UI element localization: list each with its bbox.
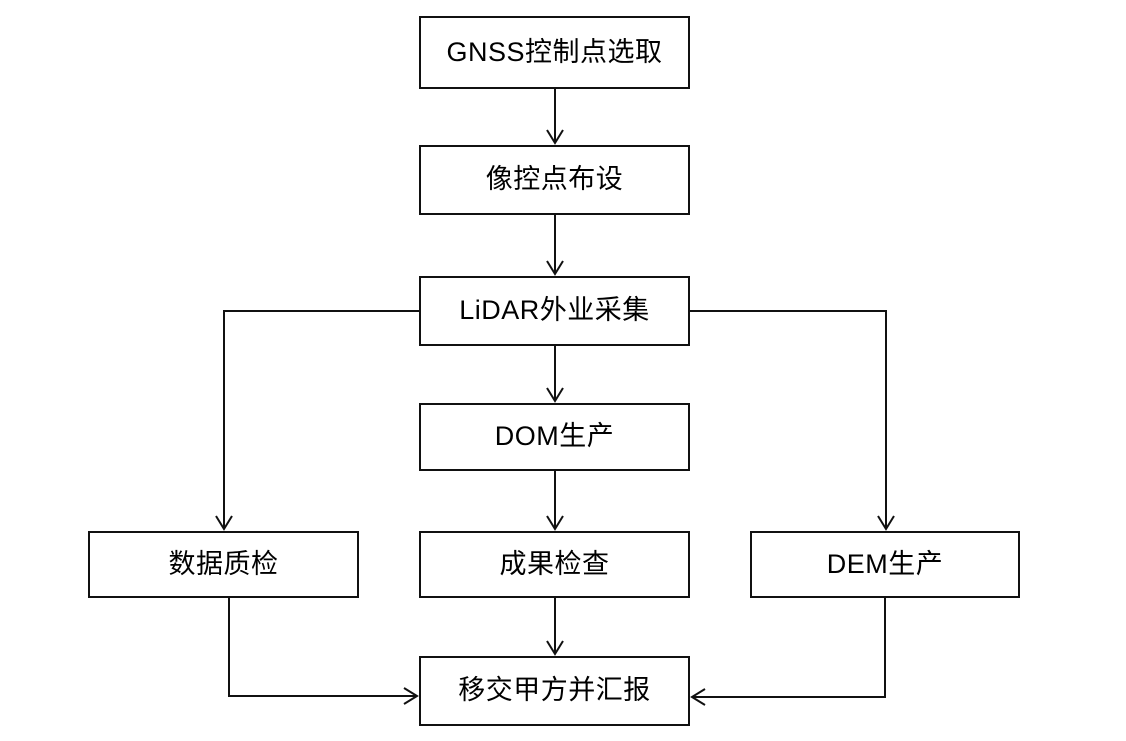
node-label: 移交甲方并汇报: [458, 675, 651, 706]
node-handover-and-report[interactable]: 移交甲方并汇报: [419, 656, 690, 726]
edge-result-check-to-handover: [546, 598, 564, 656]
node-label: DOM生产: [494, 421, 615, 452]
node-label: 成果检查: [499, 548, 610, 579]
edge-image-control-to-lidar: [546, 215, 564, 276]
edge-dom-to-result-check: [546, 471, 564, 531]
node-label: LiDAR外业采集: [459, 295, 650, 326]
node-image-control-point-layout[interactable]: 像控点布设: [419, 145, 690, 215]
edge-gnss-to-image-control: [546, 89, 564, 145]
edge-data-qc-to-handover: [228, 598, 419, 705]
edge-lidar-to-data-qc: [215, 310, 419, 531]
edge-dem-to-handover: [690, 598, 886, 706]
node-label: 像控点布设: [485, 164, 624, 195]
node-data-quality-check[interactable]: 数据质检: [88, 531, 359, 598]
node-result-inspection[interactable]: 成果检查: [419, 531, 690, 598]
node-label: DEM生产: [826, 548, 944, 579]
node-label: 数据质检: [168, 548, 279, 579]
node-gnss-control-point-selection[interactable]: GNSS控制点选取: [419, 16, 690, 89]
node-lidar-field-collection[interactable]: LiDAR外业采集: [419, 276, 690, 346]
edge-lidar-to-dem: [690, 310, 895, 531]
edge-lidar-to-dom: [546, 346, 564, 403]
node-dem-production[interactable]: DEM生产: [750, 531, 1020, 598]
node-dom-production[interactable]: DOM生产: [419, 403, 690, 471]
node-label: GNSS控制点选取: [446, 36, 663, 67]
